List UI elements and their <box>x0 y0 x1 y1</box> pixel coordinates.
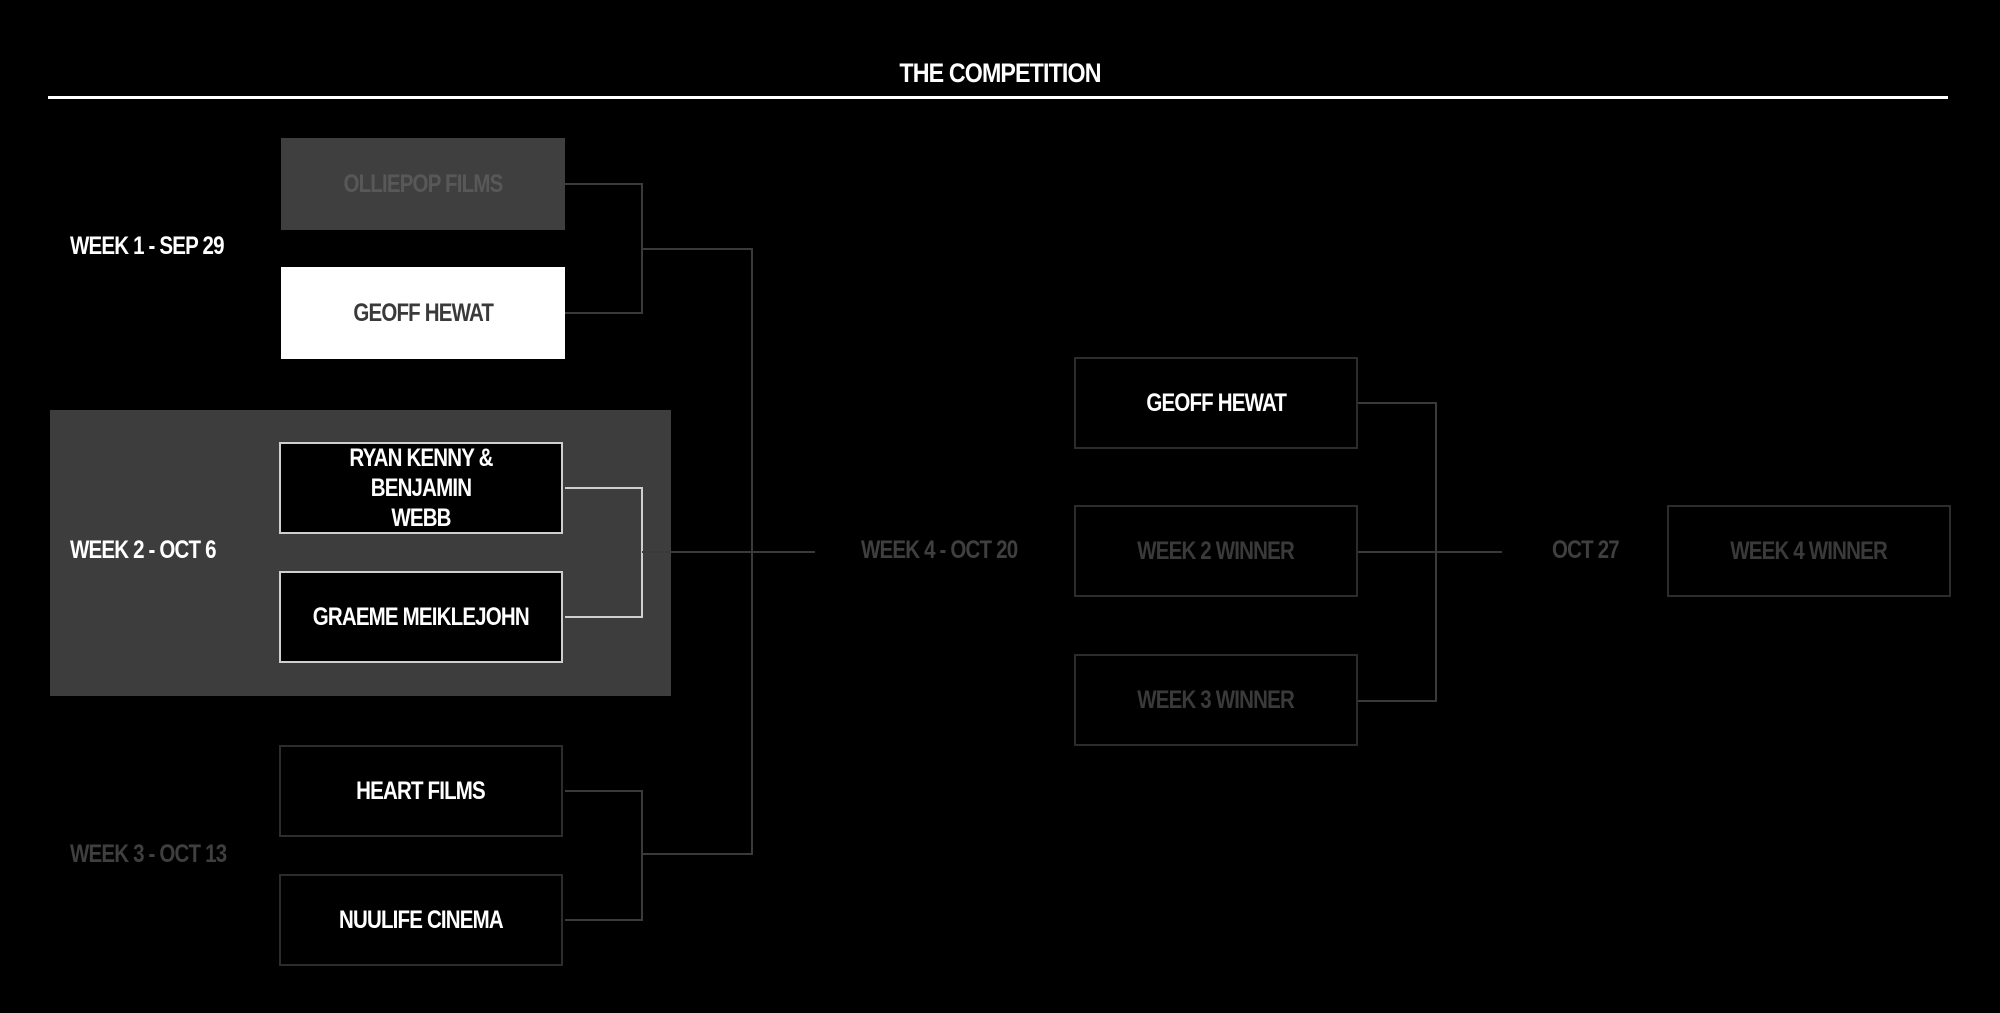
entrant-name: GEOFF HEWAT <box>1146 389 1287 417</box>
entrant-geoff-hewat[interactable]: GEOFF HEWAT <box>281 267 565 359</box>
entrant-olliepop-films[interactable]: OLLIEPOP FILMS <box>281 138 565 230</box>
week4-entrant-week3-winner[interactable]: WEEK 3 WINNER <box>1074 654 1358 746</box>
entrant-name: HEART FILMS <box>356 777 487 805</box>
title-divider <box>48 96 1948 99</box>
entrant-name: WEEK 2 WINNER <box>1137 537 1296 565</box>
entrant-name: RYAN KENNY & BENJAMIN WEBB <box>349 444 493 532</box>
final-entrant-week4-winner[interactable]: WEEK 4 WINNER <box>1667 505 1951 597</box>
week4-entrant-week2-winner[interactable]: WEEK 2 WINNER <box>1074 505 1358 597</box>
entrant-graeme-meiklejohn[interactable]: GRAEME MEIKLEJOHN <box>279 571 563 663</box>
week1-pair-connector <box>565 183 643 314</box>
entrant-nuulife-cinema[interactable]: NUULIFE CINEMA <box>279 874 563 966</box>
final-label: OCT 27 <box>1552 536 1620 564</box>
week1-label: WEEK 1 - SEP 29 <box>70 232 224 260</box>
page-title: THE COMPETITION <box>899 58 1101 88</box>
entrant-name: GRAEME MEIKLEJOHN <box>312 603 530 631</box>
week3-pair-connector <box>565 790 643 921</box>
entrant-heart-films[interactable]: HEART FILMS <box>279 745 563 837</box>
entrant-name: NUULIFE CINEMA <box>339 906 504 934</box>
entrant-ryan-kenny-benjamin-webb[interactable]: RYAN KENNY & BENJAMIN WEBB <box>279 442 563 534</box>
week2-label: WEEK 2 - OCT 6 <box>70 536 217 564</box>
week2-pair-connector <box>565 487 643 618</box>
entrant-name: WEEK 4 WINNER <box>1730 537 1889 565</box>
entrant-name: GEOFF HEWAT <box>353 299 494 327</box>
week3-label: WEEK 3 - OCT 13 <box>70 840 227 868</box>
entrant-name: WEEK 3 WINNER <box>1137 686 1296 714</box>
week4-label: WEEK 4 - OCT 20 <box>861 536 1018 564</box>
entrant-name: OLLIEPOP FILMS <box>343 170 503 198</box>
week4-entrant-geoff-hewat[interactable]: GEOFF HEWAT <box>1074 357 1358 449</box>
